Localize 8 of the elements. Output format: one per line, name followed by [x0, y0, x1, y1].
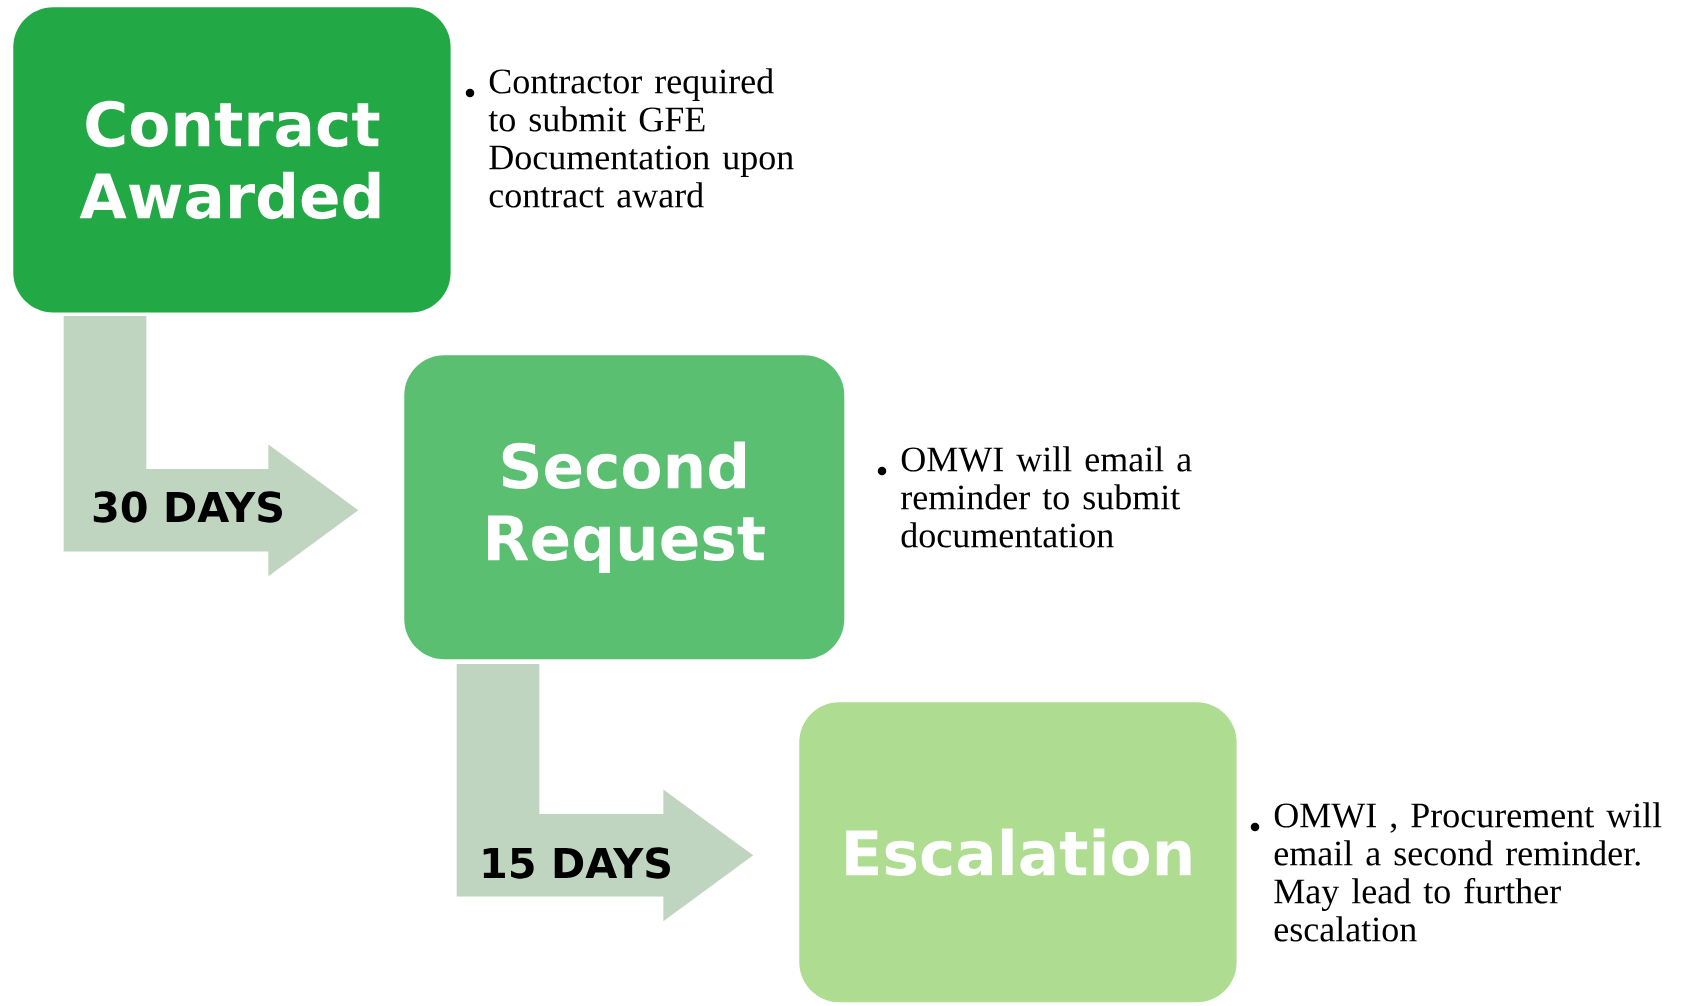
stage-box: Contract Awarded [13, 7, 451, 313]
bullet-text: OMWI , Procurement will email a second reminder. May lead to further escalation [1274, 802, 1662, 942]
stage-box: Second Request [404, 355, 845, 660]
edge-label: 15 DAYS [483, 847, 670, 879]
bullet-text: Contractor required to submit GFE Documentation upon contract award [488, 68, 794, 208]
bullet-text: OMWI will email a reminder to submit documentation [901, 446, 1192, 548]
stage-box: Escalation [799, 702, 1237, 1003]
edge-label: 30 DAYS [93, 491, 282, 523]
